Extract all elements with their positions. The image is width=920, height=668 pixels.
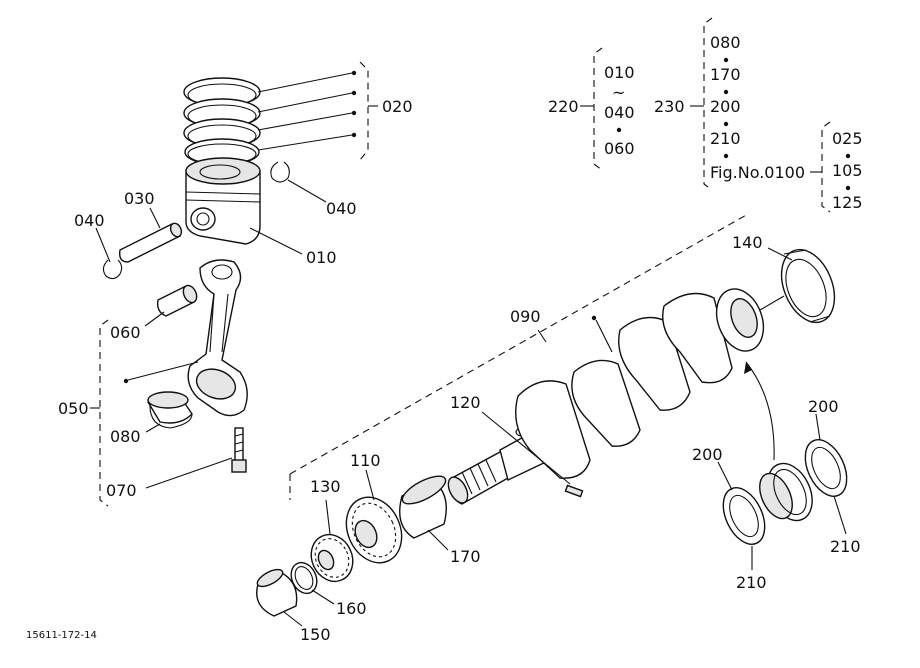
main-bearing-center	[759, 462, 813, 522]
front-bearing	[399, 475, 447, 539]
piston-rings	[183, 77, 261, 166]
label-170: 170	[450, 547, 481, 566]
label-040-left: 040	[74, 211, 105, 230]
label-120: 120	[450, 393, 481, 412]
legend-230-item-200: 200	[710, 97, 741, 116]
legend-230-item-170: 170	[710, 65, 741, 84]
rod-bearing	[147, 391, 193, 429]
crank-gear	[345, 496, 403, 564]
label-130: 130	[310, 477, 341, 496]
legend-230-head: 230	[654, 97, 685, 116]
legend-220-item-060: 060	[604, 139, 635, 158]
drawing-code: 15611-172-14	[26, 630, 97, 641]
legend-220-head: 220	[548, 97, 579, 116]
piston-pin	[118, 222, 183, 263]
label-030: 030	[124, 189, 155, 208]
thrust-washer-right	[804, 439, 848, 497]
legend-230-fig-ref: Fig.No.0100	[710, 163, 805, 182]
label-150: 150	[300, 625, 331, 644]
label-200-left: 200	[692, 445, 723, 464]
legend-fig: 025 105 125	[821, 121, 863, 213]
collar	[256, 568, 298, 617]
label-080: 080	[110, 427, 141, 446]
label-060: 060	[110, 323, 141, 342]
label-090: 090	[510, 307, 541, 326]
small-end-bushing	[156, 284, 198, 317]
label-110: 110	[350, 451, 381, 470]
label-020: 020	[382, 97, 413, 116]
label-200-right: 200	[808, 397, 839, 416]
crankshaft	[447, 288, 785, 505]
piston	[185, 157, 261, 245]
label-070: 070	[106, 481, 137, 500]
label-140: 140	[732, 233, 763, 252]
oil-pump-gear	[310, 533, 354, 583]
legend-fig-item-125: 125	[832, 193, 863, 212]
legend-220: 220 010 ~ 040 060	[548, 47, 635, 171]
label-010: 010	[306, 248, 337, 267]
legend-230-item-080: 080	[710, 33, 741, 52]
legend-230: 230 080 170 200 210 Fig.No.0100	[654, 17, 822, 191]
legend-220-range: ~	[612, 83, 625, 102]
label-210-left: 210	[736, 573, 767, 592]
rear-sleeve	[780, 248, 836, 324]
rod-bolt	[231, 427, 247, 473]
label-050: 050	[58, 399, 89, 418]
connecting-rod	[187, 259, 248, 417]
legend-220-item-010: 010	[604, 63, 635, 82]
circlip-left	[102, 259, 123, 280]
key	[564, 484, 584, 498]
circlip-right	[270, 161, 290, 183]
legend-230-item-210: 210	[710, 129, 741, 148]
label-160: 160	[336, 599, 367, 618]
label-040-right: 040	[326, 199, 357, 218]
label-210-right: 210	[830, 537, 861, 556]
legend-fig-item-105: 105	[832, 161, 863, 180]
ring-leaders	[257, 61, 378, 161]
legend-fig-item-025: 025	[832, 129, 863, 148]
crank-group-bracket	[289, 213, 749, 475]
assembly-arrow	[745, 361, 775, 461]
legend-220-item-040: 040	[604, 103, 635, 122]
